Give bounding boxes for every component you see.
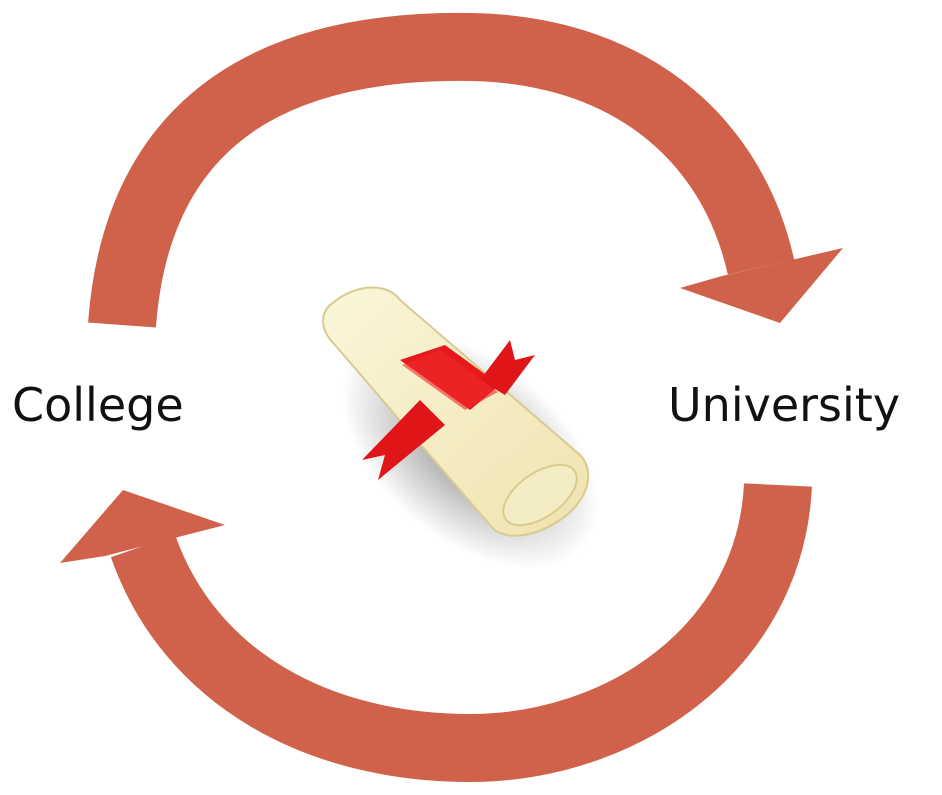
top-arrow	[88, 12, 843, 328]
university-label: University	[668, 378, 901, 432]
college-label: College	[12, 378, 184, 432]
diploma-scroll-icon	[322, 286, 599, 569]
bottom-arrow	[60, 482, 812, 783]
